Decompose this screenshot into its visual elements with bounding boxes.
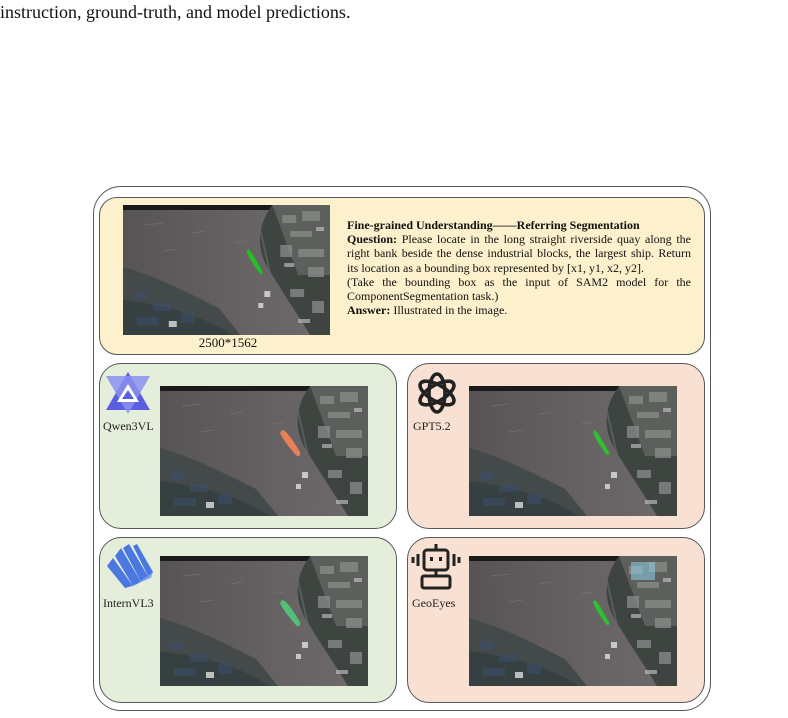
question-text-block: Fine-grained Understanding——Referring Se… [347,218,691,317]
geoeyes-prediction-image [469,556,677,686]
question-paragraph: Question: Please locate in the long stra… [347,232,691,275]
internvl-logo-icon [107,544,153,588]
figure-caption: instruction, ground-truth, and model pre… [0,2,351,22]
openai-logo-icon [418,372,456,414]
qwen-prediction-mask [280,430,301,457]
geoeyes-label: GeoEyes [412,596,456,610]
internvl-label: InternVL3 [103,596,154,610]
gpt-prediction-mask [593,430,610,456]
task-title: Fine-grained Understanding——Referring Se… [347,218,640,232]
internvl-prediction-mask [280,600,301,627]
answer-paragraph: Answer: Illustrated in the image. [347,303,691,317]
image-resolution: 2500*1562 [198,335,258,350]
gpt-label: GPT5.2 [413,419,451,433]
qwen-label: Qwen3VL [103,419,154,433]
answer-label: Answer: [347,303,391,318]
ground-truth-mask [246,249,263,275]
geoeyes-highlight-region [631,562,655,580]
answer-text: Illustrated in the image. [393,303,508,318]
gpt-prediction-image [469,386,677,516]
question-label: Question: [347,232,398,247]
task-note: (Take the bounding box as the input of S… [347,274,691,304]
internvl-prediction-image [160,556,368,686]
ground-truth-image [123,205,330,335]
question-text: Please locate in the long straight river… [347,232,691,275]
geoeyes-prediction-mask [593,600,610,626]
figure-frame [93,186,711,711]
qwen-prediction-image [160,386,368,516]
qwen-logo-icon [106,372,150,414]
robot-logo-icon [411,544,461,590]
